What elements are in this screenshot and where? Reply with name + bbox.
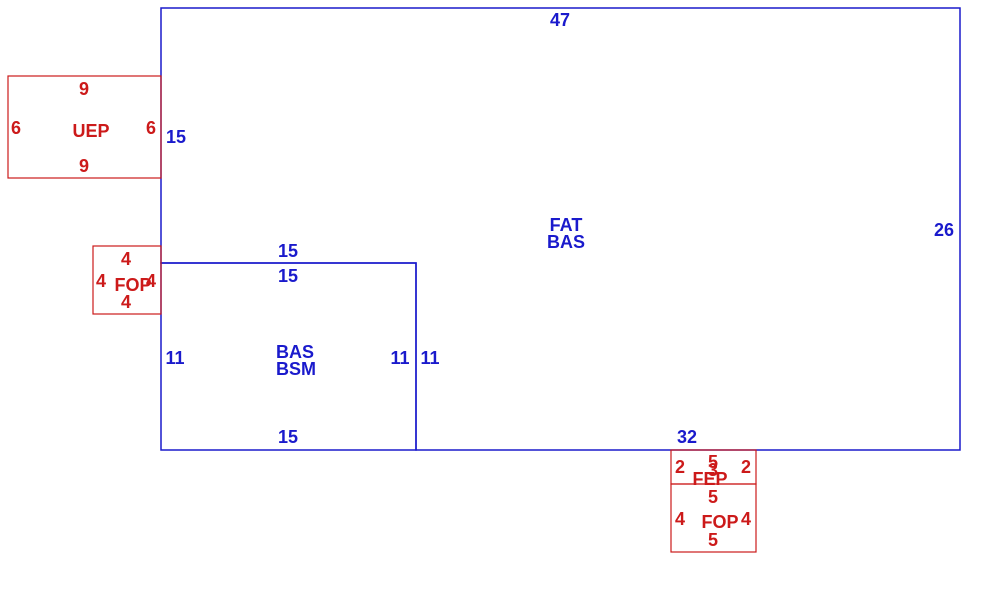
dimension-fop-left-left: 4 <box>96 271 106 291</box>
area-label-uep: UEP <box>72 121 109 141</box>
dimension-left-upper: 15 <box>166 127 186 147</box>
area-label-fop-left: FOP <box>114 275 151 295</box>
dimension-fop-bottom-left: 4 <box>675 509 685 529</box>
dimension-inner-horizontal: 15 <box>278 241 298 261</box>
dimension-fop-left-top: 4 <box>121 249 131 269</box>
area-outline-fop-bottom <box>670 483 757 553</box>
dimension-inner-vertical: 11 <box>420 348 439 368</box>
area-label-fep: FEP <box>692 469 727 489</box>
area-label-fop-bottom: FOP <box>701 512 738 532</box>
dimension-bsm-left: 11 <box>165 348 184 368</box>
area-label-bas-lower: BAS <box>276 342 314 362</box>
area-label-bas: BAS <box>547 232 585 252</box>
dimension-bsm-bottom: 15 <box>278 427 298 447</box>
dimension-fep-inner: 3 <box>708 460 718 480</box>
dimension-top: 47 <box>550 10 570 30</box>
area-outline-bas-bsm <box>160 262 417 451</box>
area-label-bsm: BSM <box>276 359 316 379</box>
dimension-fop-left-right: 4 <box>146 271 156 291</box>
dimension-fop-bottom-bottom: 5 <box>708 530 718 550</box>
dimension-right: 26 <box>934 220 954 240</box>
dimension-bsm-right: 11 <box>390 348 409 368</box>
dimension-uep-right: 6 <box>146 118 156 138</box>
additions <box>7 75 757 553</box>
dimension-uep-top: 9 <box>79 79 89 99</box>
dimension-fop-bottom-top: 5 <box>708 487 718 507</box>
area-outline-fop-left <box>92 245 162 315</box>
dimension-bsm-top: 15 <box>278 266 298 286</box>
area-outline-uep <box>7 75 162 179</box>
dimension-fop-bottom-right: 4 <box>741 509 751 529</box>
dimension-fep-right: 2 <box>741 457 751 477</box>
dimension-fep-left: 2 <box>675 457 685 477</box>
dimension-fep-top: 5 <box>708 452 718 472</box>
dimension-uep-left: 6 <box>11 118 21 138</box>
dimension-fop-left-bottom: 4 <box>121 292 131 312</box>
dimension-bottom: 32 <box>677 427 697 447</box>
dimension-uep-bottom: 9 <box>79 156 89 176</box>
area-label-fat: FAT <box>550 215 583 235</box>
